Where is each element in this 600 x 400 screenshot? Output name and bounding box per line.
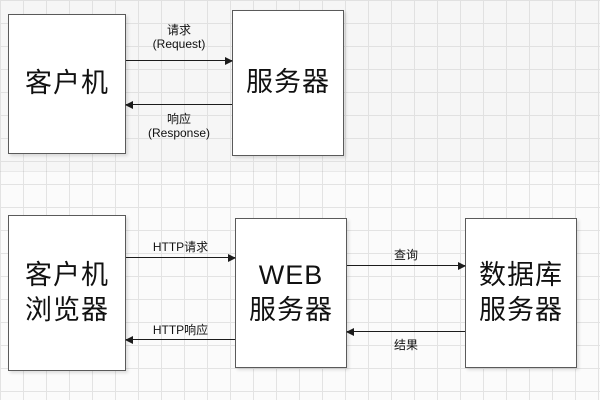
http-request-arrow xyxy=(126,254,236,262)
query-label: 查询 xyxy=(393,248,418,262)
request-label-cn: 请求 xyxy=(166,23,191,37)
result-label: 结果 xyxy=(393,338,418,352)
response-arrow xyxy=(125,101,232,109)
web-server-box-label-line1: WEB xyxy=(258,259,324,290)
http-response-label: HTTP响应 xyxy=(152,323,209,337)
request-arrow xyxy=(126,57,233,65)
request-label-en: (Request) xyxy=(152,37,206,51)
result-arrow xyxy=(346,328,465,336)
query-arrow xyxy=(347,262,466,270)
db-server-box-label-line1: 数据库 xyxy=(479,259,563,290)
server-box-label: 服务器 xyxy=(246,67,330,98)
server-box: 服务器 xyxy=(232,10,344,156)
db-server-box-label-line2: 服务器 xyxy=(479,295,563,325)
web-server-box-label-line2: 服务器 xyxy=(249,295,333,325)
client-box: 客户机 xyxy=(8,14,126,154)
http-request-label: HTTP请求 xyxy=(152,240,209,254)
response-label-en: (Response) xyxy=(147,126,211,140)
browser-box-label-line2: 浏览器 xyxy=(25,295,109,325)
db-server-box: 数据库 服务器 xyxy=(465,218,577,368)
client-box-label: 客户机 xyxy=(25,68,109,99)
web-server-box: WEB 服务器 xyxy=(235,218,347,368)
response-label-cn: 响应 xyxy=(166,112,191,126)
browser-box: 客户机 浏览器 xyxy=(8,215,126,371)
http-response-arrow xyxy=(125,336,235,344)
browser-box-label-line1: 客户机 xyxy=(25,259,109,290)
